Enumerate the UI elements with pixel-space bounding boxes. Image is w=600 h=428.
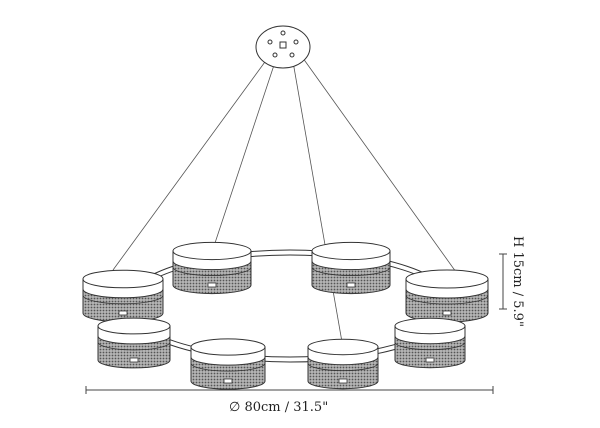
height-label: H 15cm / 5.9" bbox=[510, 236, 525, 327]
lamp-shade bbox=[394, 317, 466, 369]
bulb-cap-icon bbox=[223, 378, 233, 384]
suspension-wire bbox=[299, 53, 457, 273]
lamp-shades bbox=[82, 241, 489, 390]
suspension-wire bbox=[214, 55, 278, 244]
diameter-label: ∅ 80cm / 31.5" bbox=[229, 400, 329, 415]
bulb-cap-icon bbox=[425, 357, 435, 363]
bulb-cap-icon bbox=[207, 282, 217, 288]
lamp-shade bbox=[82, 269, 164, 323]
bulb-cap-icon bbox=[129, 357, 139, 363]
height-dimension-line bbox=[499, 253, 507, 310]
ceiling-canopy bbox=[255, 25, 311, 69]
suspension-wires bbox=[112, 53, 457, 343]
suspension-wire bbox=[291, 55, 343, 343]
lamp-shade bbox=[311, 241, 391, 295]
lamp-shade bbox=[97, 317, 171, 369]
bulb-cap-icon bbox=[118, 310, 128, 316]
lamp-shade bbox=[307, 338, 379, 390]
lamp-shade bbox=[190, 338, 266, 390]
diameter-dimension-line bbox=[85, 386, 494, 394]
bulb-cap-icon bbox=[338, 378, 348, 384]
lamp-shade bbox=[172, 241, 252, 295]
lamp-shade bbox=[405, 269, 489, 323]
suspension-wire bbox=[112, 54, 271, 271]
bulb-cap-icon bbox=[442, 310, 452, 316]
bulb-cap-icon bbox=[346, 282, 356, 288]
